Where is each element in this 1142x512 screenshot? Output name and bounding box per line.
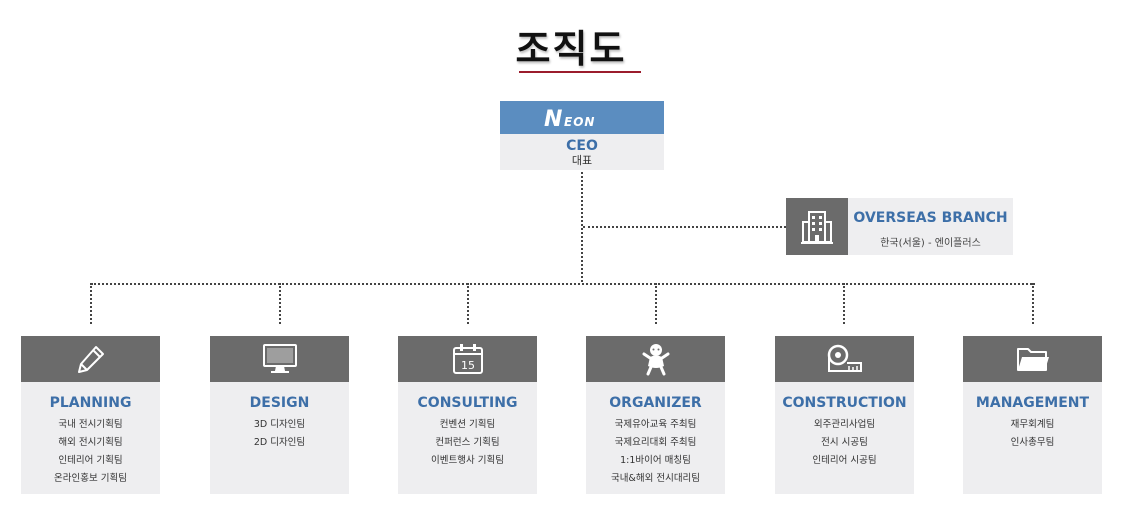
dept-consulting: 15 CONSULTING 컨벤션 기획팀 컨퍼런스 기획팀 이벤트행사 기획팀 xyxy=(398,336,537,494)
dept-organizer-header xyxy=(586,336,725,382)
drop-line-organizer xyxy=(655,283,657,324)
drop-line-management xyxy=(1032,283,1034,324)
dept-name: MANAGEMENT xyxy=(975,395,1090,411)
dept-name: DESIGN xyxy=(249,395,310,411)
ceo-title-ko: 대표 xyxy=(571,154,593,167)
dept-organizer: ORGANIZER 국제유아교육 주최팀 국제요리대회 주최팀 1:1바이어 매… xyxy=(586,336,725,494)
title-underline xyxy=(519,71,641,73)
dept-planning-header xyxy=(21,336,160,382)
neon-logo: N EON xyxy=(500,101,664,134)
dept-management: MANAGEMENT 재무회계팀 인사총무팀 xyxy=(963,336,1102,494)
neon-logo-icon: N EON xyxy=(544,107,595,129)
dept-name: CONSULTING xyxy=(417,395,518,411)
dept-construction: CONSTRUCTION 외주관리사업팀 전시 시공팀 인테리어 시공팀 xyxy=(775,336,914,494)
dept-name: ORGANIZER xyxy=(609,395,702,411)
team-item: 해외 전시기획팀 xyxy=(58,437,123,448)
team-item: 3D 디자인팀 xyxy=(253,419,306,430)
calendar-icon: 15 xyxy=(452,344,483,374)
team-item: 2D 디자인팀 xyxy=(253,437,306,448)
page-title: 조직도 xyxy=(515,27,627,71)
team-item: 국제요리대회 주최팀 xyxy=(614,437,697,448)
ceo-title-en: CEO xyxy=(566,138,598,154)
pencil-icon xyxy=(77,346,104,373)
overseas-branch-icon-box xyxy=(786,198,848,255)
team-item: 국내 전시기획팀 xyxy=(58,419,123,430)
team-item: 외주관리사업팀 xyxy=(813,419,876,430)
team-item: 전시 시공팀 xyxy=(821,437,868,448)
svg-text:N: N xyxy=(544,107,562,129)
team-item: 국제유아교육 주최팀 xyxy=(614,419,697,430)
team-item: 1:1바이어 매칭팀 xyxy=(620,455,691,466)
dept-consulting-header: 15 xyxy=(398,336,537,382)
dept-design: DESIGN 3D 디자인팀 2D 디자인팀 xyxy=(210,336,349,494)
overseas-branch-name: OVERSEAS BRANCH xyxy=(853,210,1008,226)
drop-line-construction xyxy=(843,283,845,324)
folder-icon xyxy=(1016,348,1049,371)
team-item: 인사총무팀 xyxy=(1010,437,1055,448)
team-item: 컨퍼런스 기획팀 xyxy=(435,437,500,448)
calendar-icon-number: 15 xyxy=(461,359,475,372)
drop-line-planning xyxy=(90,283,92,324)
drop-line-consulting xyxy=(467,283,469,324)
monitor-icon xyxy=(262,344,297,373)
department-connector xyxy=(91,283,1035,285)
dept-name: CONSTRUCTION xyxy=(782,395,907,411)
dept-name: PLANNING xyxy=(49,395,132,411)
svg-text:EON: EON xyxy=(564,115,595,129)
baby-icon xyxy=(642,344,669,376)
dept-construction-header xyxy=(775,336,914,382)
tape-measure-icon xyxy=(827,344,862,372)
overseas-branch-detail: 한국(서울) - 엔이플러스 xyxy=(880,238,981,249)
team-item: 컨벤션 기획팀 xyxy=(439,419,496,430)
team-item: 온라인홍보 기획팀 xyxy=(54,473,127,484)
team-item: 인테리어 기획팀 xyxy=(58,455,123,466)
drop-line-design xyxy=(279,283,281,324)
team-item: 재무회계팀 xyxy=(1010,419,1055,430)
ceo-connector xyxy=(581,172,583,282)
building-icon xyxy=(801,210,833,244)
branch-connector xyxy=(583,226,786,228)
dept-management-header xyxy=(963,336,1102,382)
dept-planning: PLANNING 국내 전시기획팀 해외 전시기획팀 인테리어 기획팀 온라인홍… xyxy=(21,336,160,494)
team-item: 이벤트행사 기획팀 xyxy=(431,455,504,466)
dept-design-header xyxy=(210,336,349,382)
team-item: 인테리어 시공팀 xyxy=(812,455,877,466)
ceo-box: CEO 대표 xyxy=(500,134,664,170)
overseas-branch-box: OVERSEAS BRANCH 한국(서울) - 엔이플러스 xyxy=(848,198,1013,255)
team-item: 국내&해외 전시대리팀 xyxy=(610,473,701,484)
